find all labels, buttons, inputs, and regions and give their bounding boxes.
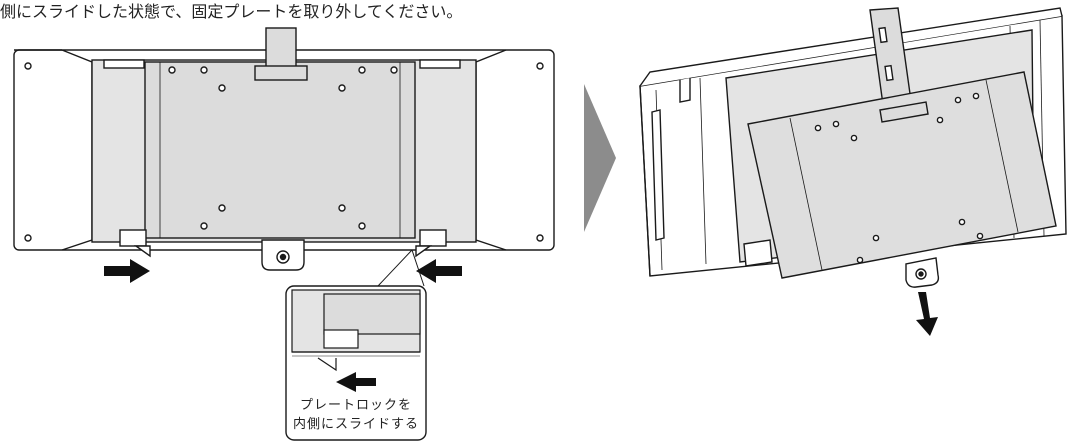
plate-holes (168, 66, 398, 230)
callout-label: プレートロックを 内側にスライドする (286, 396, 426, 440)
mounting-plate (144, 61, 416, 239)
callout-leader (377, 249, 425, 287)
arrow-left-icon (416, 259, 462, 283)
instruction-text: 側にスライドした状態で、固定プレートを取り外してください。 (0, 2, 463, 21)
detached-plate-holes (814, 92, 984, 264)
arrow-right-icon (104, 259, 150, 283)
callout-arrow-icon (336, 372, 376, 392)
corner-screws (24, 62, 544, 242)
step-chevron-icon (584, 84, 616, 232)
callout-detail (285, 285, 427, 441)
callout-line-2: 内側にスライドする (292, 417, 419, 432)
callout-line-1: プレートロックを (299, 398, 412, 413)
tv-back-front-view (13, 27, 555, 271)
plate-lock-right (419, 229, 447, 247)
detached-plate (747, 71, 1057, 279)
plate-lock-left (119, 229, 147, 247)
arrow-down-icon (916, 292, 938, 336)
tv-back-perspective-view (639, 7, 1067, 288)
